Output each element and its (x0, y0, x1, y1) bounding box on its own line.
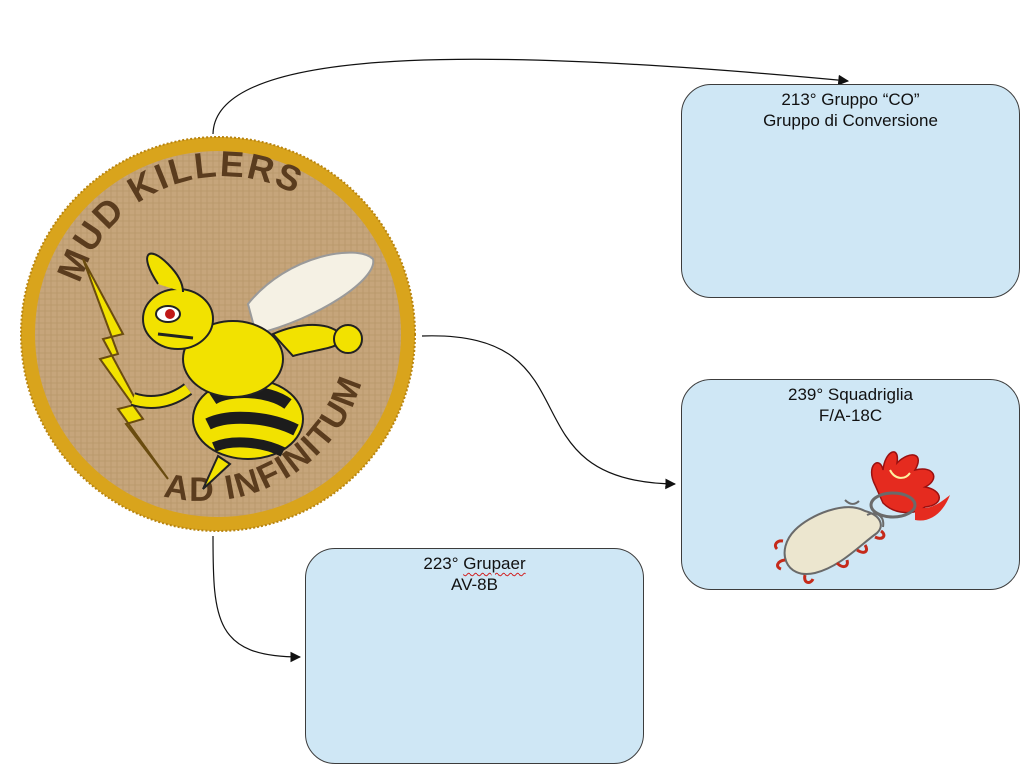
hornet-wing-icon (246, 251, 375, 336)
hornet-thorax (182, 320, 284, 398)
bomb-icon (783, 506, 882, 576)
arrow-to-239 (421, 335, 677, 490)
node-223-grupaer[interactable]: 223° Grupaer AV-8B (305, 548, 644, 764)
node-223-title: 223° Grupaer (306, 553, 643, 574)
node-213-gruppo-co[interactable]: 213° Gruppo “CO” Gruppo di Conversione (681, 84, 1020, 298)
bomb-ring (869, 491, 917, 519)
node-223-title-word: Grupaer (463, 554, 526, 573)
node-213-title: 213° Gruppo “CO” (781, 90, 920, 109)
lightning-bolt-icon (82, 258, 169, 480)
flame-icon (870, 451, 940, 514)
mud-killers-patch-logo: MUD KILLERS AD INFINITUM (18, 134, 418, 534)
arrow-to-213 (212, 58, 850, 135)
node-223-title-prefix: 223° (423, 554, 464, 573)
patch-graphic: MUD KILLERS AD INFINITUM (20, 136, 416, 532)
arrow-to-223 (212, 535, 302, 663)
node-239-title: 239° Squadriglia (788, 385, 913, 404)
flaming-bomb-emblem (765, 445, 955, 585)
node-223-subtitle: AV-8B (451, 575, 498, 594)
bomb-graphic (773, 451, 950, 584)
node-213-subtitle: Gruppo di Conversione (763, 111, 938, 130)
node-239-subtitle: F/A-18C (818, 406, 883, 425)
